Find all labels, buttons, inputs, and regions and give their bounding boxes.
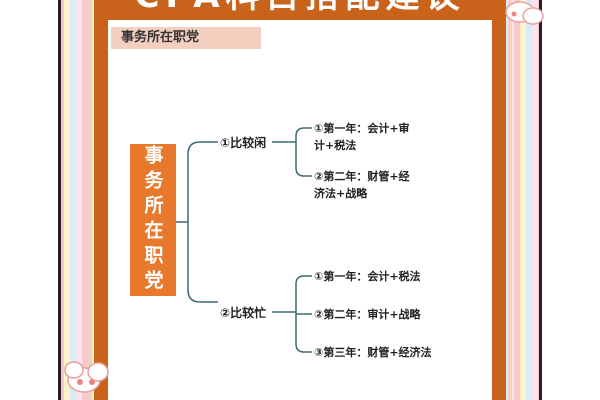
leaf-line: ②第二年：财管+经: [314, 170, 410, 183]
leaf-line: 计+税法: [314, 139, 357, 152]
leaf-line: ③第三年：财管+经济法: [314, 346, 432, 359]
branch-node-idle: ①比较闲: [220, 136, 267, 150]
leaf-node: ①第一年：会计+税法: [314, 268, 421, 285]
frame-border: [58, 0, 542, 400]
rope-decoration-right: [508, 0, 512, 400]
leaf-node: ①第一年：会计+审 计+税法: [314, 120, 410, 154]
leaf-node: ②第二年：审计+战略: [314, 306, 421, 323]
cloud-icon-top-right: [505, 1, 544, 25]
leaf-line: ①第一年：会计+审: [314, 122, 410, 135]
branch1-bracket: [295, 127, 305, 177]
leaf-node: ②第二年：财管+经 济法+战略: [314, 168, 410, 202]
leaf-line: ①第一年：会计+税法: [314, 270, 421, 283]
cloud-icon-bottom-left: [64, 361, 109, 393]
section-tag: 事务所在职党: [111, 27, 261, 49]
level1-bracket: [187, 141, 201, 303]
leaf-node: ③第三年：财管+经济法: [314, 344, 432, 361]
root-node: 事务所在职党: [130, 144, 176, 296]
rope-decoration-left: [88, 0, 92, 400]
leaf-line: 济法+战略: [314, 187, 368, 200]
branch-node-busy: ②比较忙: [220, 306, 267, 320]
banner-title: CPA科目搭配建议: [120, 0, 480, 14]
leaf-line: ②第二年：审计+战略: [314, 308, 421, 321]
